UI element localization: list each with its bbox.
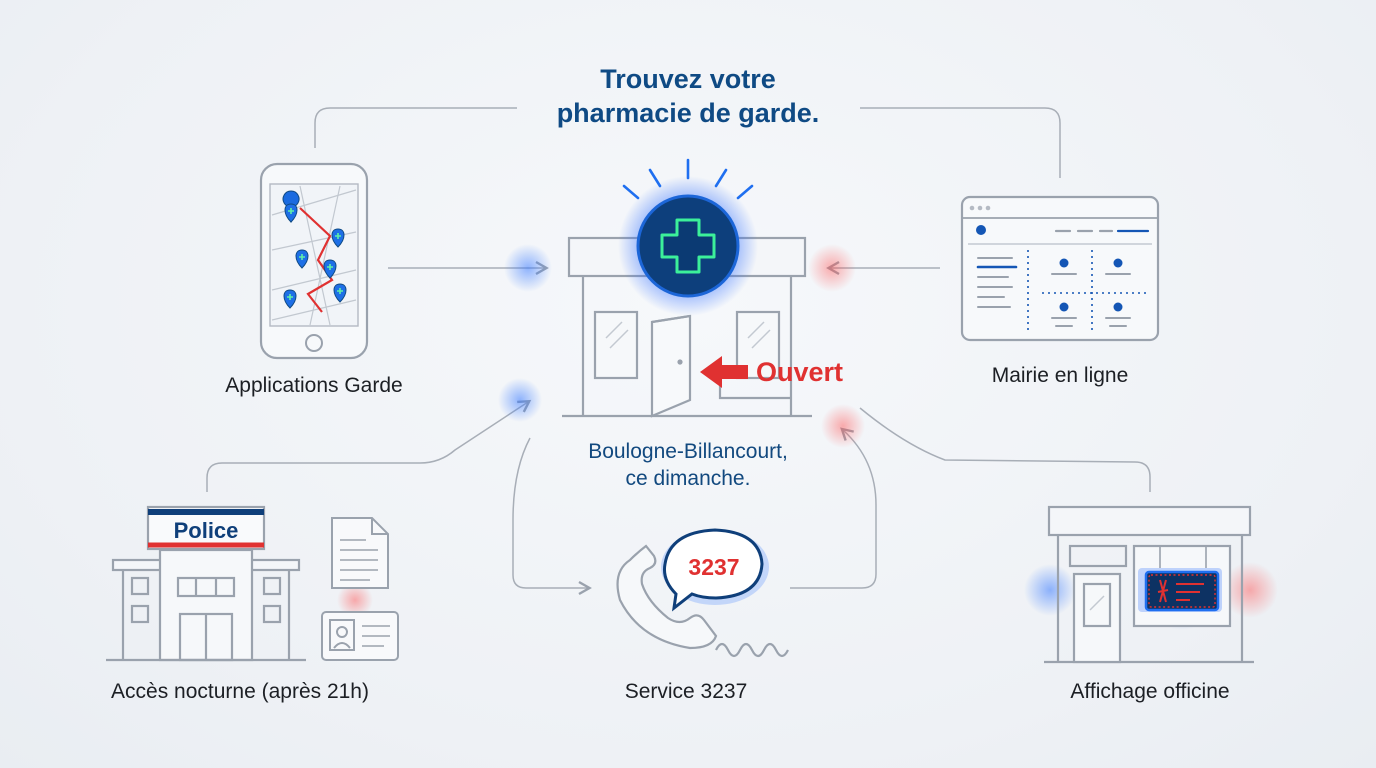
- document-icon: [331, 517, 389, 589]
- label-affichage: Affichage officine: [1070, 680, 1230, 703]
- open-label: Ouvert: [756, 357, 843, 387]
- medical-cross-icon: [618, 158, 758, 316]
- connector-police: [206, 399, 532, 492]
- browser-window-icon: [960, 195, 1160, 342]
- speech-bubble-icon: [661, 528, 769, 612]
- diagram-title: Trouvez votre pharmacie de garde.: [520, 62, 856, 130]
- connector-service-right: [790, 427, 877, 589]
- police-station-icon: [106, 505, 306, 662]
- label-police: Accès nocturne (après 21h): [111, 680, 369, 703]
- map-pin-icons: [283, 203, 347, 309]
- connector-affichage: [859, 407, 1151, 492]
- neon-sign-icon: [1138, 568, 1222, 612]
- arrow-icon: [700, 356, 748, 388]
- title-line-1: Trouvez votre: [600, 64, 776, 94]
- connector-title-left: [314, 107, 517, 148]
- connector-title-right: [860, 107, 1061, 178]
- location-caption: Boulogne-Billancourt, ce dimanche.: [540, 438, 836, 492]
- title-line-2: pharmacie de garde.: [556, 98, 820, 128]
- location-line-2: ce dimanche.: [625, 467, 751, 490]
- service-number: 3237: [688, 554, 739, 580]
- id-card-icon: [321, 611, 399, 661]
- label-mairie: Mairie en ligne: [991, 364, 1129, 387]
- connector-service-left: [512, 437, 592, 596]
- label-service: Service 3237: [624, 680, 748, 703]
- label-apps: Applications Garde: [225, 374, 403, 397]
- location-line-1: Boulogne-Billancourt,: [588, 440, 788, 463]
- connector-lines: [206, 107, 1151, 596]
- police-sign-text: Police: [174, 518, 239, 543]
- smartphone-map-icon: [259, 162, 369, 360]
- telephone-icon: [616, 544, 789, 658]
